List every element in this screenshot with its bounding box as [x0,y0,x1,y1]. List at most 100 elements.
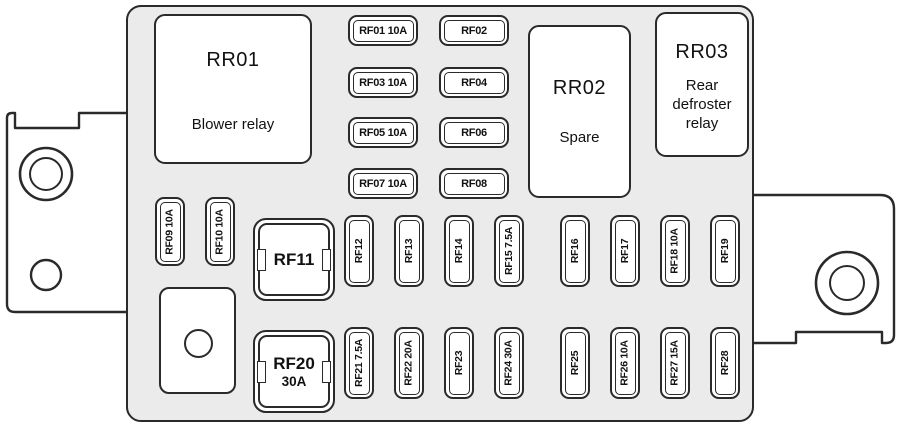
fuse-rf25: RF25 [560,327,590,399]
fuse-rf13: RF13 [394,215,424,287]
fuse-panel: RR01 Blower relay RR02 Spare RR03 Rear d… [126,5,754,422]
module-rf11: RF11 [253,218,335,301]
left-bracket-mounting-hole [18,146,74,202]
fuse-rf17: RF17 [610,215,640,287]
fuse-rf14-label: RF14 [453,238,466,264]
fuse-rf15: RF15 7.5A [494,215,524,287]
fuse-rf01-body: RF01 10A [352,19,414,42]
fuse-rf21-label: RF21 7.5A [353,338,366,388]
module-rf11-left-tab [257,248,266,271]
fuse-rf24-label: RF24 30A [503,340,515,386]
fuse-rf04-label: RF04 [461,76,487,89]
fuse-rf28-body: RF28 [714,331,736,395]
fuse-rf03-body: RF03 10A [352,71,414,94]
fuse-rf04: RF04 [439,67,509,98]
blank-slot [159,287,236,394]
right-bracket [750,193,896,345]
fuse-rf03: RF03 10A [348,67,418,98]
module-rf20-left-tab [257,360,266,383]
fuse-rf10-label: RF10 10A [214,208,226,255]
fuse-rf12-label: RF12 [353,238,366,264]
fuse-rf18: RF18 10A [660,215,690,287]
fuse-rf18-label: RF18 10A [669,228,681,274]
fuse-rf08-label: RF08 [461,177,487,190]
relay-rr02-name: Spare [559,129,600,146]
fuse-rf22: RF22 20A [394,327,424,399]
fuse-rf19-label: RF19 [719,238,732,264]
fuse-rf05-label: RF05 10A [359,126,407,139]
fuse-rf02: RF02 [439,15,509,46]
fuse-rf09: RF09 10A [155,197,185,266]
fuse-rf06-label: RF06 [461,126,487,139]
fuse-rf19-body: RF19 [714,219,736,283]
left-bracket-mounting-hole-inner [29,157,63,191]
fuse-rf03-label: RF03 10A [359,76,407,89]
fuse-rf07: RF07 10A [348,168,418,199]
fuse-rf02-body: RF02 [443,19,505,42]
fuse-rf28: RF28 [710,327,740,399]
module-rf20-code: RF20 [273,353,315,373]
fuse-rf24: RF24 30A [494,327,524,399]
fuse-rf01: RF01 10A [348,15,418,46]
fuse-rf15-label: RF15 7.5A [503,226,516,276]
fuse-rf14-body: RF14 [448,219,470,283]
fuse-rf28-label: RF28 [719,350,732,376]
module-rf11-code: RF11 [273,249,315,269]
relay-rr02: RR02 Spare [528,25,631,198]
fuse-rf19: RF19 [710,215,740,287]
module-rf11-body: RF11 [258,223,330,296]
right-bracket-mounting-hole-inner [829,265,865,301]
relay-rr01-code: RR01 [206,49,260,71]
fuse-rf07-body: RF07 10A [352,172,414,195]
fuse-rf24-body: RF24 30A [498,331,520,395]
fuse-rf16-label: RF16 [569,238,582,264]
fuse-rf26-body: RF26 10A [614,331,636,395]
fuse-rf05-body: RF05 10A [352,121,414,144]
fuse-rf06: RF06 [439,117,509,148]
fuse-rf17-body: RF17 [614,219,636,283]
fuse-rf05: RF05 10A [348,117,418,148]
relay-rr02-code: RR02 [552,77,607,99]
fuse-rf17-label: RF17 [619,238,632,264]
blank-slot-hole [184,329,213,358]
fuse-rf26-label: RF26 10A [619,340,631,386]
fuse-rf16-body: RF16 [564,219,586,283]
module-rf11-right-tab [322,248,331,271]
fuse-rf26: RF26 10A [610,327,640,399]
fuse-rf27: RF27 15A [660,327,690,399]
fuse-rf12-body: RF12 [348,219,370,283]
module-rf20-right-tab [322,360,331,383]
fuse-rf21-body: RF21 7.5A [348,331,370,395]
left-bracket [5,111,134,314]
fuse-rf10: RF10 10A [205,197,235,266]
fuse-rf27-label: RF27 15A [669,340,681,386]
fuse-rf16: RF16 [560,215,590,287]
relay-rr03-code: RR03 [675,41,729,63]
module-rf20: RF20 30A [253,330,335,413]
fuse-rf04-body: RF04 [443,71,505,94]
fuse-rf15-body: RF15 7.5A [498,219,520,283]
fuse-rf22-label: RF22 20A [403,340,415,386]
fuse-rf06-body: RF06 [443,121,505,144]
left-bracket-lower-hole [29,258,63,292]
fuse-rf08: RF08 [439,168,509,199]
module-rf20-body: RF20 30A [258,335,330,408]
fuse-rf23-label: RF23 [453,350,466,376]
fuse-rf10-body: RF10 10A [209,201,231,262]
fuse-rf25-label: RF25 [569,350,582,376]
fuse-rf13-label: RF13 [403,238,416,264]
relay-rr03: RR03 Rear defroster relay [655,12,749,157]
fuse-rf23: RF23 [444,327,474,399]
fuse-rf13-body: RF13 [398,219,420,283]
right-bracket-mounting-hole [814,250,880,316]
fuse-rf23-body: RF23 [448,331,470,395]
fuse-rf25-body: RF25 [564,331,586,395]
relay-rr03-name: Rear defroster relay [672,77,732,132]
fuse-rf12: RF12 [344,215,374,287]
fuse-rf09-label: RF09 10A [164,208,176,255]
fuse-rf09-body: RF09 10A [159,201,181,262]
relay-rr01: RR01 Blower relay [154,14,312,164]
fuse-rf08-body: RF08 [443,172,505,195]
